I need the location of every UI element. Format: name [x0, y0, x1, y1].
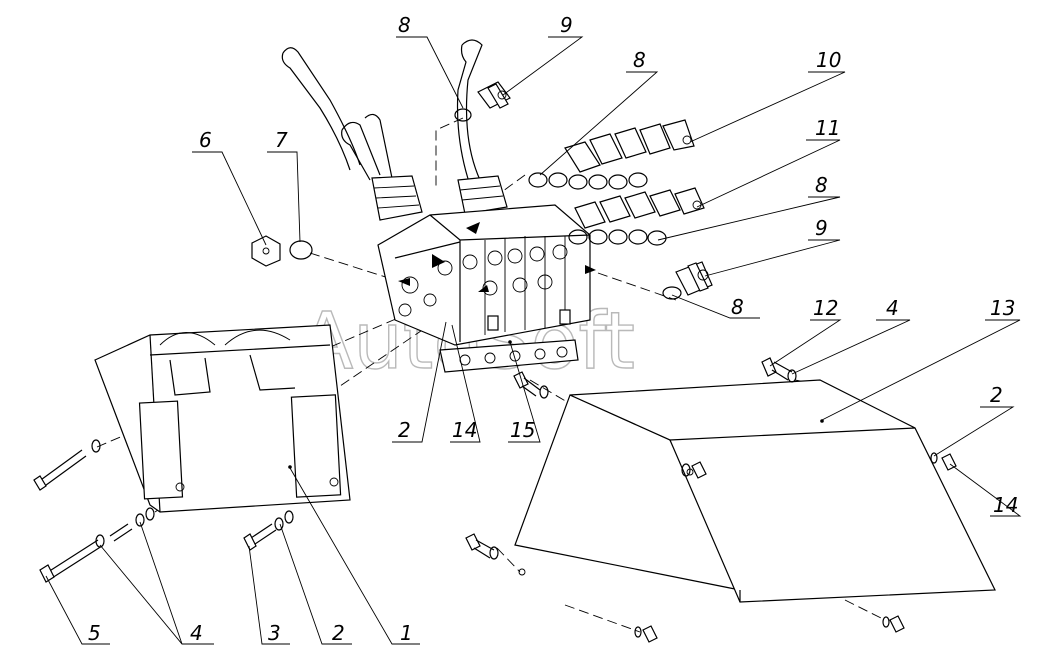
callout-6: 6: [199, 128, 212, 152]
fittings-row-part-10: [564, 119, 695, 173]
o-rings-upper-row: [528, 172, 648, 190]
callout-9-top: 9: [560, 13, 573, 37]
o-ring-top: [454, 108, 472, 122]
callout-9-b: 9: [815, 216, 828, 240]
bolt-left-upper: [33, 439, 101, 491]
callout-2-right: 2: [990, 383, 1003, 407]
callout-13: 13: [990, 296, 1015, 320]
callout-1: 1: [400, 621, 413, 645]
callout-8-a: 8: [633, 48, 646, 72]
o-ring-right: [662, 286, 682, 300]
nut-bottom-center: [634, 625, 658, 643]
hydraulic-valve-block: [281, 39, 596, 373]
fittings-row-part-11: [574, 187, 705, 229]
callout-leaders: [45, 36, 1022, 645]
callout-4-right: 4: [886, 296, 899, 320]
bolt-bottom-center: [465, 533, 499, 560]
callout-8-c: 8: [731, 295, 744, 319]
callout-2-center: 2: [398, 418, 411, 442]
bolt-center: [513, 371, 549, 399]
plug-part-6: [251, 235, 281, 267]
callout-8-b: 8: [815, 173, 828, 197]
nut-center-right: [681, 461, 707, 479]
callout-2-left: 2: [332, 621, 345, 645]
adapter-part-9-top: [477, 81, 511, 109]
callout-11: 11: [815, 116, 840, 140]
bolt-left-lower: [39, 507, 155, 583]
callout-5: 5: [88, 621, 101, 645]
bolt-part-3: [243, 510, 294, 551]
adapter-part-9-right: [675, 261, 713, 296]
callout-7: 7: [275, 128, 288, 152]
callout-8-top: 8: [398, 13, 411, 37]
callout-3: 3: [268, 621, 281, 645]
callout-4-left: 4: [190, 621, 203, 645]
callout-10: 10: [816, 48, 841, 72]
callout-labels: 8 9 8 10 6 7 11 8 9 8 12 4 13 2 14 2 14 …: [88, 13, 1018, 645]
callout-15: 15: [510, 418, 535, 442]
callout-14-center: 14: [452, 418, 477, 442]
o-rings-lower-row: [568, 229, 667, 246]
callout-14-right: 14: [993, 493, 1018, 517]
bolt-part-12: [761, 357, 797, 383]
right-cover-part-13: [514, 379, 996, 603]
nut-bottom-right: [882, 615, 905, 633]
o-ring-part-7: [289, 240, 313, 260]
callout-12: 12: [813, 296, 838, 320]
left-cover-part-1: [94, 324, 351, 513]
